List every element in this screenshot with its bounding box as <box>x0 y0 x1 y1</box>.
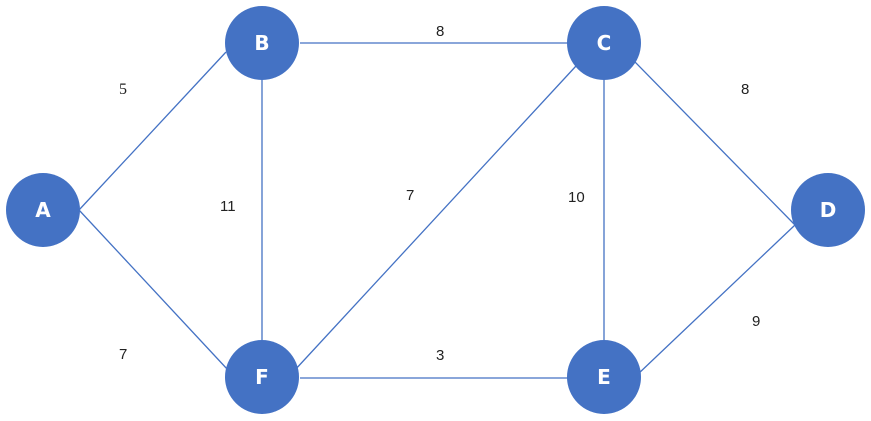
node-d: D <box>791 173 865 247</box>
weight-c-f: 7 <box>406 187 414 204</box>
node-f: F <box>225 340 299 414</box>
weight-e-d: 9 <box>752 313 760 330</box>
weight-b-c: 8 <box>436 23 444 40</box>
node-c-circle <box>567 6 641 80</box>
node-b: B <box>225 6 299 80</box>
edge-a-b <box>78 51 227 211</box>
node-a-circle <box>6 173 80 247</box>
nodes: A B C D E F <box>6 6 865 414</box>
edges <box>78 42 796 379</box>
weight-c-d: 8 <box>741 81 749 98</box>
node-a: A <box>6 173 80 247</box>
weight-a-f: 7 <box>119 346 127 363</box>
node-d-circle <box>791 173 865 247</box>
node-c: C <box>567 6 641 80</box>
node-d-label: D <box>820 198 837 222</box>
node-e: E <box>567 340 641 414</box>
weight-b-f: 11 <box>220 198 236 215</box>
node-f-label: F <box>255 365 269 389</box>
edge-c-d <box>634 61 796 226</box>
edge-a-f <box>78 209 229 371</box>
node-e-label: E <box>597 365 611 389</box>
weight-a-b: 5 <box>119 81 127 98</box>
edge-e-d <box>636 224 796 376</box>
node-b-label: B <box>254 31 269 55</box>
node-a-label: A <box>35 198 51 222</box>
node-e-circle <box>567 340 641 414</box>
node-c-label: C <box>597 31 612 55</box>
weight-c-e: 10 <box>568 189 585 206</box>
node-b-circle <box>225 6 299 80</box>
node-f-circle <box>225 340 299 414</box>
weight-f-e: 3 <box>436 347 444 364</box>
edge-weights: 5 7 8 11 7 10 8 3 9 <box>119 23 760 364</box>
edge-c-f <box>293 65 577 372</box>
